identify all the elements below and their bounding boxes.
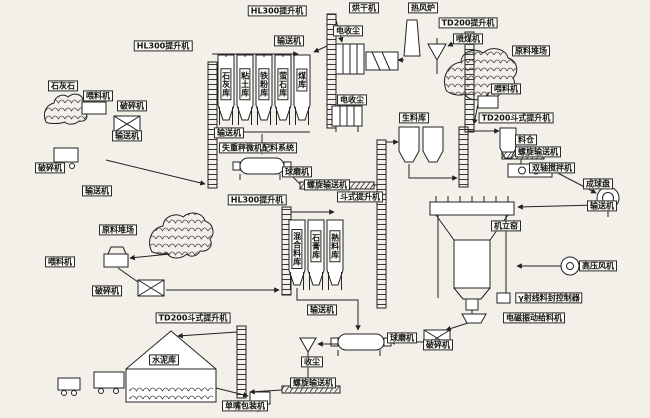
cement-silo-house — [125, 330, 217, 403]
hot-air-furnace-shape — [403, 19, 421, 57]
raw-meal-silos — [398, 126, 517, 163]
shaft-kiln-structure — [429, 196, 515, 311]
raw-material-silos — [217, 54, 311, 126]
cement-component-silos — [288, 219, 344, 291]
bottom-equipment-shapes — [57, 337, 317, 412]
coal-cyclone-shape — [427, 38, 447, 74]
dryer-and-esp-shapes — [331, 43, 399, 132]
ball-mill-shapes — [232, 157, 392, 356]
